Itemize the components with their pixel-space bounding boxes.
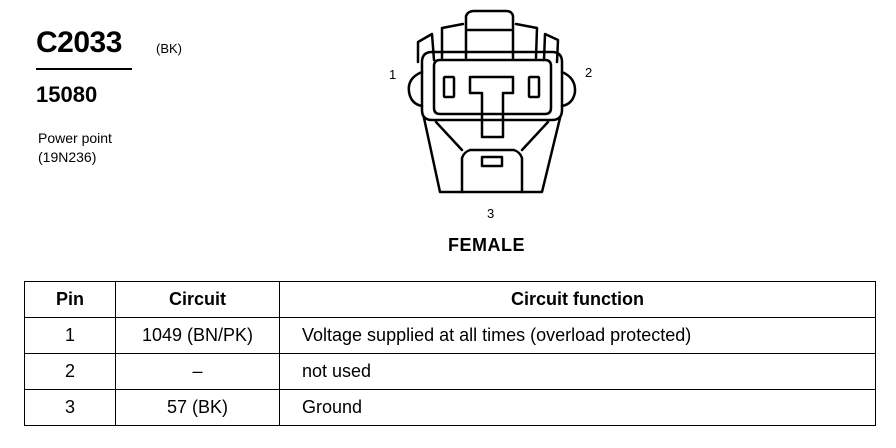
cell-function: not used xyxy=(279,353,876,390)
pinout-table: Pin Circuit Circuit function 1 1049 (BN/… xyxy=(24,281,876,426)
locking-tab-left xyxy=(416,32,436,64)
table-row: 2 – not used xyxy=(24,353,876,390)
pin-cavity-2 xyxy=(527,75,541,99)
locking-tab-right xyxy=(542,32,560,64)
part-number: 15080 xyxy=(36,82,98,107)
table-row: 3 57 (BK) Ground xyxy=(24,389,876,426)
connector-face-diagram xyxy=(407,9,577,194)
pin-cavity-1 xyxy=(442,75,456,99)
cell-pin: 2 xyxy=(24,353,116,390)
pin-label-3: 3 xyxy=(487,206,495,221)
pin-label-2: 2 xyxy=(585,65,593,80)
cell-function: Voltage supplied at all times (overload … xyxy=(279,317,876,354)
cell-circuit: – xyxy=(115,353,280,390)
description-line: Power point xyxy=(38,130,112,146)
cell-pin: 3 xyxy=(24,389,116,426)
keyway-slot xyxy=(480,155,504,168)
column-header-function: Circuit function xyxy=(279,281,876,318)
connector-skirt xyxy=(422,116,562,194)
connector-color: (BK) xyxy=(156,41,182,56)
header-divider xyxy=(36,68,132,70)
description-line: (19N236) xyxy=(38,149,97,165)
pin-cavity-3 xyxy=(468,75,515,139)
connector-ear-right xyxy=(560,70,577,108)
cell-circuit: 1049 (BN/PK) xyxy=(115,317,280,354)
cell-function: Ground xyxy=(279,389,876,426)
table-header-row: Pin Circuit Circuit function xyxy=(24,281,876,318)
cell-circuit: 57 (BK) xyxy=(115,389,280,426)
cell-pin: 1 xyxy=(24,317,116,354)
column-header-circuit: Circuit xyxy=(115,281,280,318)
connector-ear-left xyxy=(407,70,424,108)
pin-label-1: 1 xyxy=(389,67,397,82)
connector-description: Power point (19N236) xyxy=(38,129,112,167)
table-row: 1 1049 (BN/PK) Voltage supplied at all t… xyxy=(24,317,876,354)
connector-id: C2033 xyxy=(36,26,122,59)
connector-face xyxy=(432,58,553,116)
connector-gender: FEMALE xyxy=(448,235,525,255)
connector-body xyxy=(420,50,564,122)
connector-latch xyxy=(464,9,515,60)
column-header-pin: Pin xyxy=(24,281,116,318)
